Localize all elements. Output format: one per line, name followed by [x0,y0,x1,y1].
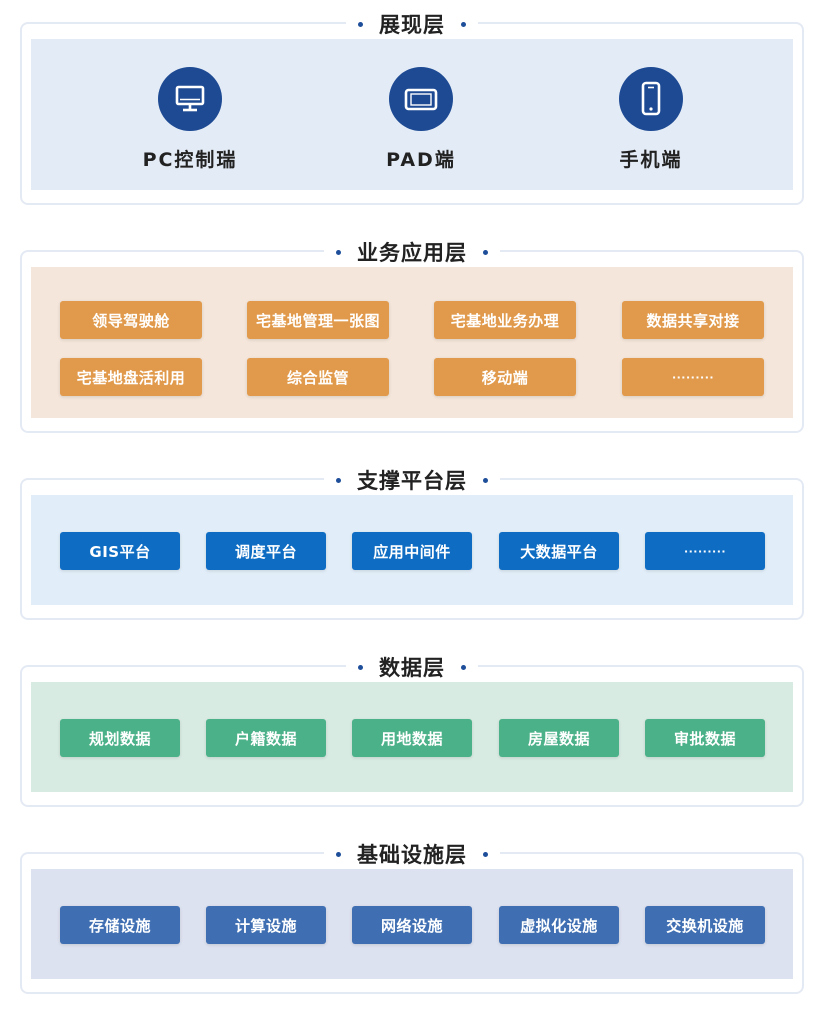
infra-item[interactable]: 网络设施 [352,906,472,944]
title-dot-right [483,851,488,857]
data-item[interactable]: 用地数据 [352,719,472,757]
device-label-pc: PC控制瑞 [142,149,238,171]
data-layer-title: 数据层 [379,656,445,680]
data-item[interactable]: 审批数据 [645,719,765,757]
device-pc: PC控制瑞 [110,67,270,172]
presentation-layer-title: 展现层 [379,13,445,37]
business-item[interactable]: 宅基地管理一张图 [247,301,389,339]
device-label-phone: 手机端 [619,149,683,171]
presentation-panel: PC控制瑞 PAD端 手机端 [31,39,793,190]
monitor-icon [158,67,222,131]
support-item[interactable]: 大数据平台 [499,532,619,570]
support-layer-title: 支撑平台层 [357,469,467,493]
support-item[interactable]: 调度平台 [206,532,326,570]
device-label-pad: PAD端 [386,149,456,171]
infra-item[interactable]: 存储设施 [60,906,180,944]
support-item[interactable]: 应用中间件 [352,532,472,570]
infra-item[interactable]: 计算设施 [206,906,326,944]
presentation-layer: 展现层 PC控制瑞 PAD端 [20,9,804,205]
phone-icon [619,67,683,131]
business-item[interactable]: 宅基地盘活利用 [60,358,202,396]
support-item[interactable]: GIS平台 [60,532,180,570]
device-phone: 手机端 [571,67,731,172]
data-panel: 规划数据 户籍数据 用地数据 房屋数据 审批数据 [31,682,793,792]
device-pad: PAD端 [341,67,501,172]
business-item[interactable]: 数据共享对接 [622,301,764,339]
infra-layer: 基础设施层 存储设施 计算设施 网络设施 虚拟化设施 交换机设施 [20,839,804,994]
data-layer: 数据层 规划数据 户籍数据 用地数据 房屋数据 审批数据 [20,652,804,807]
business-item[interactable]: 综合监管 [247,358,389,396]
title-dot-right [483,249,488,255]
business-item-more[interactable]: ········· [622,358,764,396]
infra-panel: 存储设施 计算设施 网络设施 虚拟化设施 交换机设施 [31,869,793,979]
infra-item[interactable]: 交换机设施 [645,906,765,944]
infra-layer-title: 基础设施层 [357,843,467,867]
title-dot-right [461,664,466,670]
infra-item[interactable]: 虚拟化设施 [499,906,619,944]
business-item[interactable]: 领导驾驶舱 [60,301,202,339]
title-dot-left [336,249,341,255]
business-layer: 业务应用层 领导驾驶舱 宅基地管理一张图 宅基地业务办理 数据共享对接 宅基地盘… [20,237,804,433]
data-item[interactable]: 规划数据 [60,719,180,757]
title-dot-left [358,664,363,670]
business-layer-title: 业务应用层 [357,241,467,265]
title-dot-right [483,477,488,483]
support-item-more[interactable]: ········· [645,532,765,570]
support-panel: GIS平台 调度平台 应用中间件 大数据平台 ········· [31,495,793,605]
business-panel: 领导驾驶舱 宅基地管理一张图 宅基地业务办理 数据共享对接 宅基地盘活利用 综合… [31,267,793,418]
title-dot-left [336,851,341,857]
title-dot-right [461,21,466,27]
business-item[interactable]: 移动端 [434,358,576,396]
title-dot-left [358,21,363,27]
data-item[interactable]: 户籍数据 [206,719,326,757]
title-dot-left [336,477,341,483]
tablet-icon [389,67,453,131]
business-item[interactable]: 宅基地业务办理 [434,301,576,339]
support-layer: 支撑平台层 GIS平台 调度平台 应用中间件 大数据平台 ········· [20,465,804,620]
data-item[interactable]: 房屋数据 [499,719,619,757]
